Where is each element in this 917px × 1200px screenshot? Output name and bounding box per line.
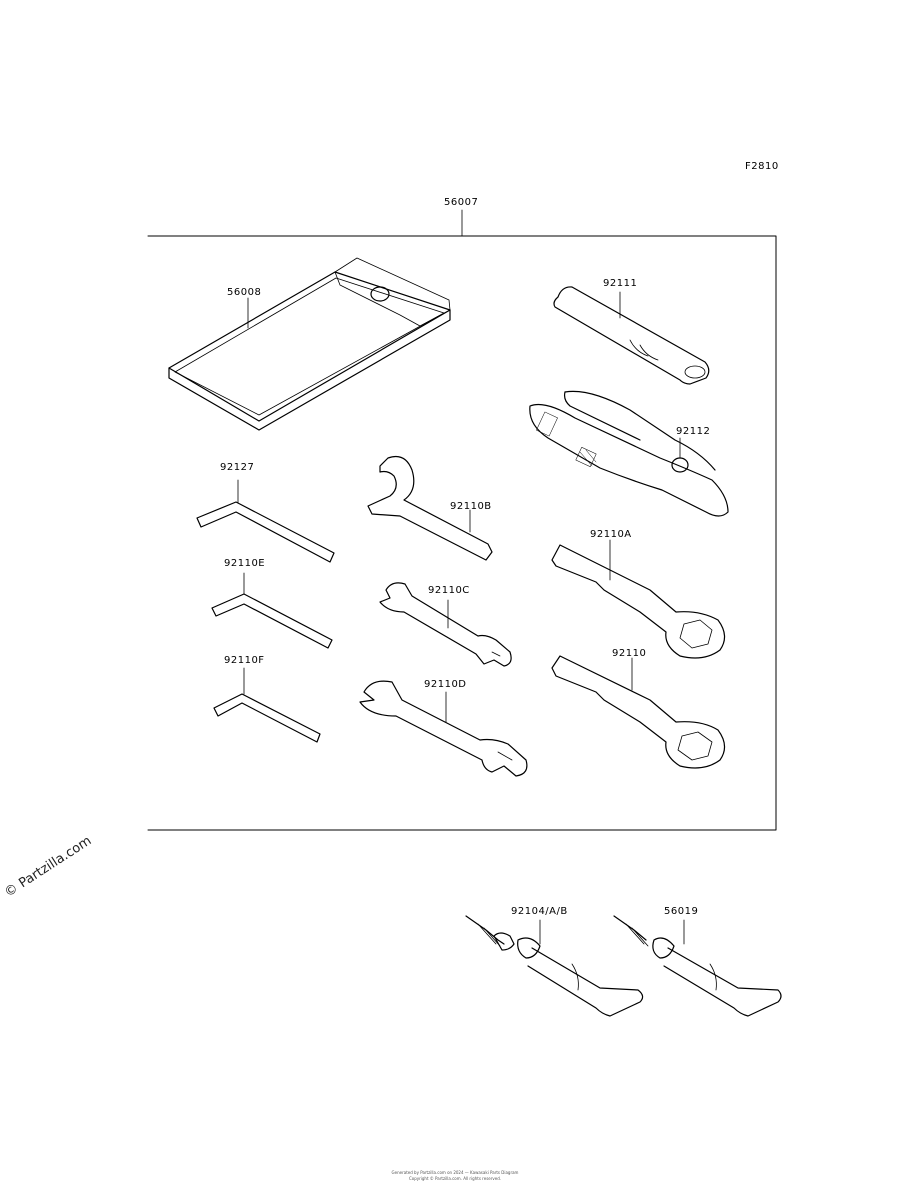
- kit-label[interactable]: 56007: [444, 197, 479, 208]
- part-label-pliers[interactable]: 92112: [676, 426, 711, 437]
- part-label-wrench-d[interactable]: 92110D: [424, 679, 467, 690]
- part-label-handle[interactable]: 92111: [603, 278, 638, 289]
- footer-line-1: Generated by Partzilla.com on 2024 — Kaw…: [391, 1170, 519, 1175]
- hex-wrench-a: [196, 479, 335, 563]
- tube-56019: [613, 915, 782, 1017]
- part-label-tool-bag[interactable]: 56008: [227, 287, 262, 298]
- figure-code: F2810: [745, 161, 779, 172]
- hex-wrench-e: [211, 572, 333, 649]
- part-label-wrench-c[interactable]: 92110C: [428, 585, 470, 596]
- hex-wrench-f: [213, 667, 321, 743]
- open-wrench-d: [359, 680, 528, 777]
- footer-line-2: Copyright © Partzilla.com. All rights re…: [408, 1176, 502, 1181]
- handle-tool: [553, 286, 710, 385]
- tool-bag: [168, 257, 451, 431]
- ring-wrench: [551, 655, 726, 769]
- open-wrench-c: [379, 582, 512, 667]
- part-label-hex-wrench-f[interactable]: 92110F: [224, 655, 265, 666]
- part-label-hex-wrench-a[interactable]: 92127: [220, 462, 255, 473]
- kit-frame: [147, 209, 777, 831]
- ring-wrench-a: [551, 539, 726, 659]
- part-label-tube-a[interactable]: 92104/A/B: [511, 906, 568, 917]
- pliers-tool: [529, 390, 729, 517]
- spanner-wrench-b: [367, 455, 493, 561]
- part-label-hex-wrench-e[interactable]: 92110E: [224, 558, 266, 569]
- tube-92104: [465, 915, 644, 1017]
- part-label-ring-wrench[interactable]: 92110: [612, 648, 647, 659]
- part-label-ring-wrench-a[interactable]: 92110A: [590, 529, 632, 540]
- part-label-wrench-b[interactable]: 92110B: [450, 501, 492, 512]
- part-label-tube-b[interactable]: 56019: [664, 906, 699, 917]
